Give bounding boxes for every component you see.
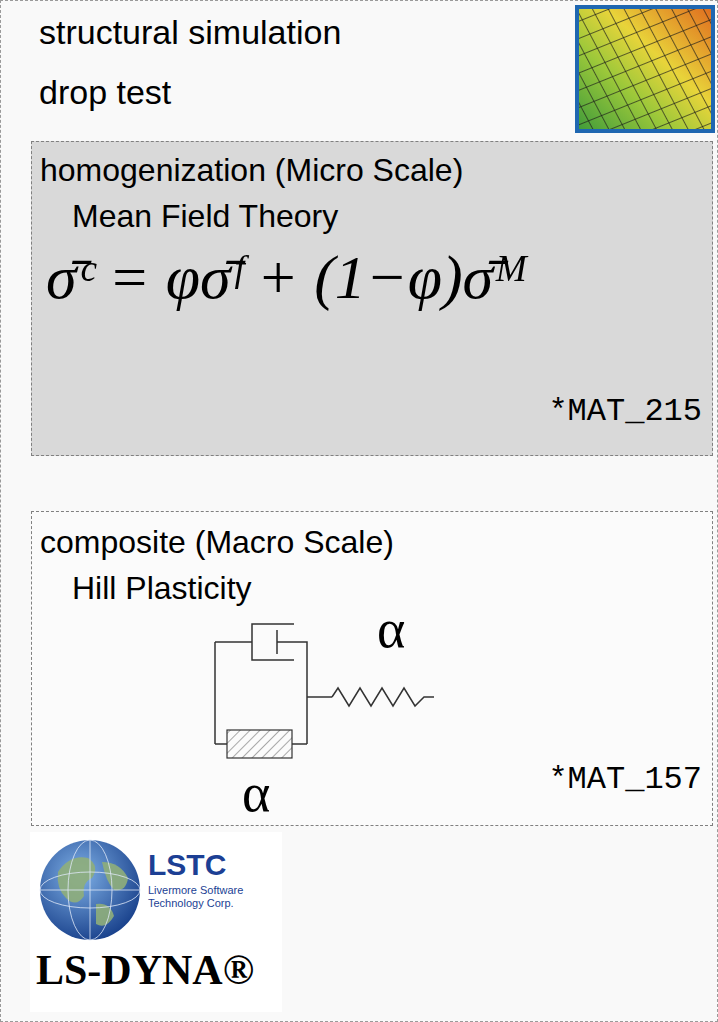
material-keyword: *MAT_157 <box>548 762 702 799</box>
logo-subtext: Livermore Software Technology Corp. <box>148 884 273 909</box>
formula: σ̄ᶜ = φσ̄ᶠ + (1−φ)σ̄ᴹ <box>46 242 528 313</box>
heading-text: structural simulation <box>39 13 341 52</box>
symbol-label: α <box>377 602 405 656</box>
mesh-image <box>575 5 715 133</box>
composite-box: composite (Macro Scale) Hill Plasticity α α… <box>31 511 713 826</box>
logo-wordmark: LS-DYNA® <box>36 946 254 994</box>
material-keyword: *MAT_215 <box>548 394 702 431</box>
box-subtitle: Hill Plasticity <box>72 570 252 607</box>
symbol-label: α <box>242 766 270 820</box>
box-title: composite (Macro Scale) <box>40 524 394 561</box>
logo-text: LSTC <box>148 848 226 883</box>
homogenization-box: homogenization (Micro Scale) Mean Field T… <box>31 141 713 456</box>
heading-text: drop test <box>39 73 171 112</box>
box-title: homogenization (Micro Scale) <box>40 152 463 189</box>
box-subtitle: Mean Field Theory <box>72 198 338 235</box>
